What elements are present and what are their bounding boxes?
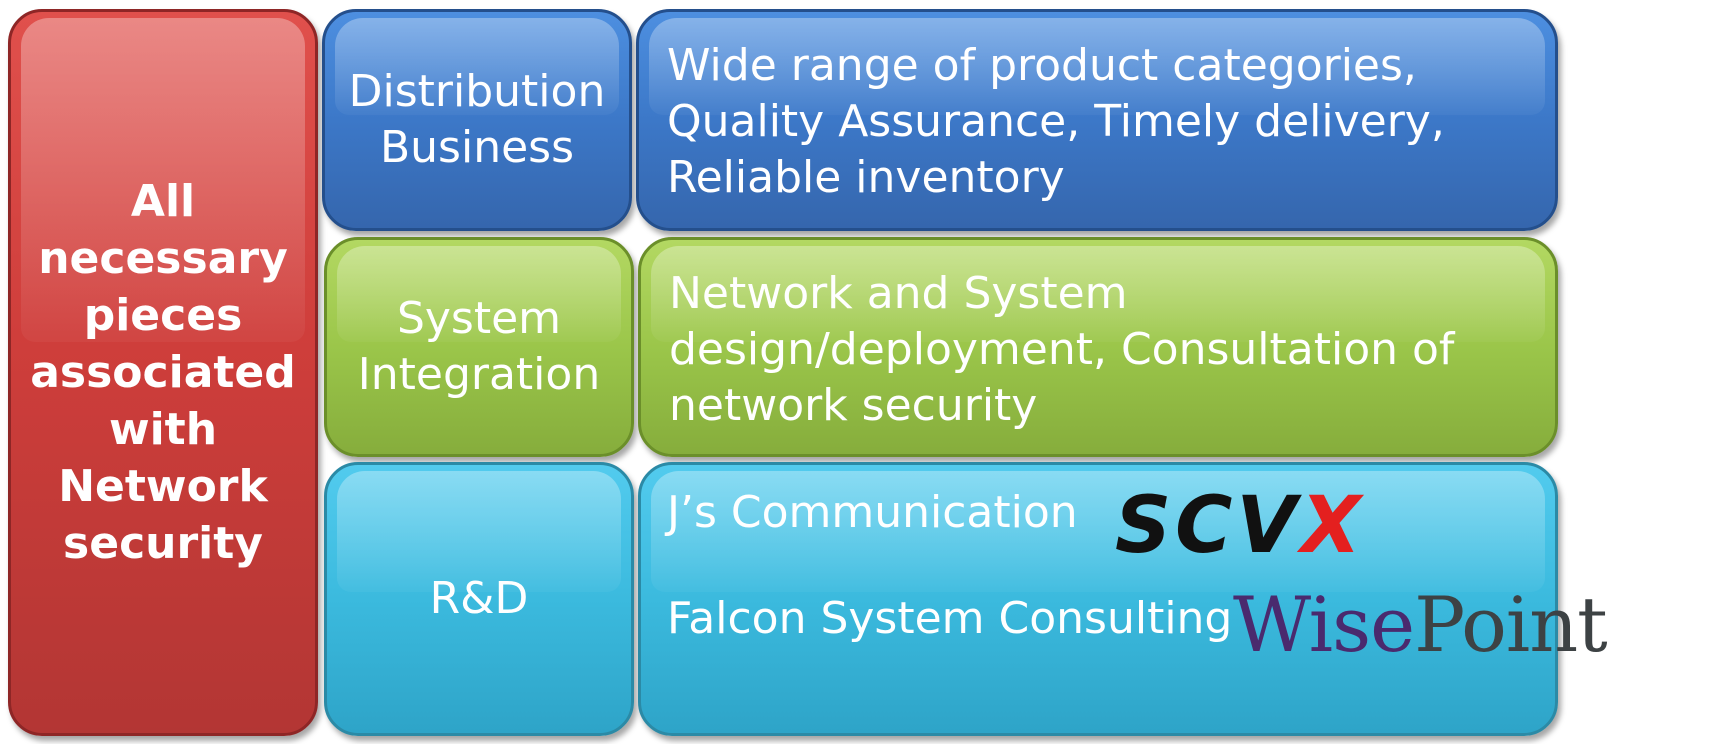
left-panel: All necessary pieces associated with Net… [8, 9, 318, 736]
rnd-entry-falcon-system-consulting: Falcon System Consulting [667, 593, 1233, 644]
wisepoint-logo-main: Wise [1233, 580, 1415, 669]
category-system-integration: System Integration [324, 237, 634, 457]
left-panel-text: All necessary pieces associated with Net… [30, 176, 296, 569]
description-distribution: Wide range of product categories, Qualit… [636, 9, 1558, 231]
description-system-integration-text: Network and System design/deployment, Co… [669, 268, 1455, 431]
scvx-logo-accent: X [1300, 481, 1365, 571]
category-system-integration-label: System Integration [357, 293, 601, 400]
description-system-integration: Network and System design/deployment, Co… [638, 237, 1558, 457]
scvx-logo: SCVX [1115, 487, 1365, 565]
description-distribution-text: Wide range of product categories, Qualit… [667, 40, 1445, 203]
category-rnd-label: R&D [429, 573, 529, 624]
scvx-logo-main: SCV [1115, 481, 1301, 571]
rnd-entry-js-communication: J’s Communication [667, 487, 1078, 538]
wisepoint-logo-accent: Point [1414, 580, 1608, 669]
description-rnd: J’s Communication SCVX Falcon System Con… [638, 462, 1608, 736]
category-distribution: Distribution Business [322, 9, 632, 231]
wisepoint-logo: WisePoint [1233, 587, 1608, 663]
category-distribution-label: Distribution Business [348, 66, 606, 173]
category-rnd: R&D [324, 462, 634, 736]
